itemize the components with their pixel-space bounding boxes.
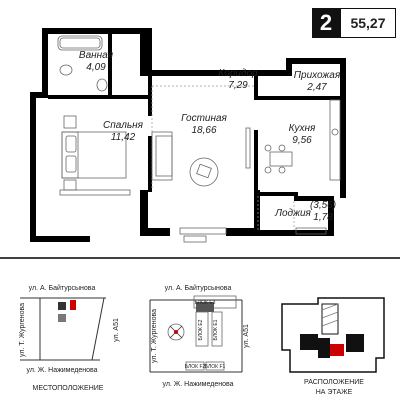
rooms-count-badge: 2 <box>312 8 340 38</box>
block-label: БЛОК F2 <box>185 364 206 370</box>
corridor-name: Коридор <box>218 68 258 79</box>
site-street-right: ул. А51 <box>243 324 250 348</box>
hallway-area: 2,47 <box>306 82 327 93</box>
living-area: 18,66 <box>191 125 216 136</box>
bathroom-area: 4,09 <box>86 62 106 73</box>
site-street-top: ул. А. Байтурсынова <box>165 284 232 292</box>
floor-plan <box>30 28 346 243</box>
block-label: БЛОК Е2 <box>198 319 204 340</box>
floor-position-map <box>281 297 385 373</box>
living-name: Гостиная <box>181 113 227 124</box>
loggia-area: 1,78 <box>313 212 333 223</box>
loggia-area-full: (3,56) <box>310 200 336 211</box>
bathroom-name: Ванная <box>79 50 114 61</box>
bedroom-name: Спальня <box>103 120 144 131</box>
loc-street-left: ул. Т. Жургенова <box>19 303 26 357</box>
total-area-label: 55,27 <box>340 8 396 38</box>
block-label: БЛОК Е1 <box>213 319 219 340</box>
site-map <box>149 295 243 373</box>
loc-street-top: ул. А. Байтурсынова <box>29 284 96 292</box>
location-map <box>20 297 106 361</box>
corridor-area: 7,29 <box>228 80 248 91</box>
block-label: БЛОК F1 <box>205 364 226 370</box>
bedroom-area: 11,42 <box>111 132 136 143</box>
floor-position-caption-2: НА ЭТАЖЕ <box>316 389 353 396</box>
loggia-name: Лоджия <box>274 208 311 219</box>
hallway-name: Прихожая <box>294 70 341 81</box>
location-caption: МЕСТОПОЛОЖЕНИЕ <box>33 385 104 392</box>
loc-street-bottom: ул. Ж. Нажимеденова <box>26 367 97 374</box>
kitchen-name: Кухня <box>289 123 316 134</box>
site-street-left: ул. Т. Жургенова <box>151 309 158 363</box>
site-street-bottom: ул. Ж. Нажимеденова <box>162 381 233 388</box>
floor-position-caption-1: РАСПОЛОЖЕНИЕ <box>304 379 364 386</box>
kitchen-area: 9,56 <box>292 135 312 146</box>
block-label: БЛОК Е3 <box>195 300 216 306</box>
loc-street-right: ул. А51 <box>113 318 120 342</box>
